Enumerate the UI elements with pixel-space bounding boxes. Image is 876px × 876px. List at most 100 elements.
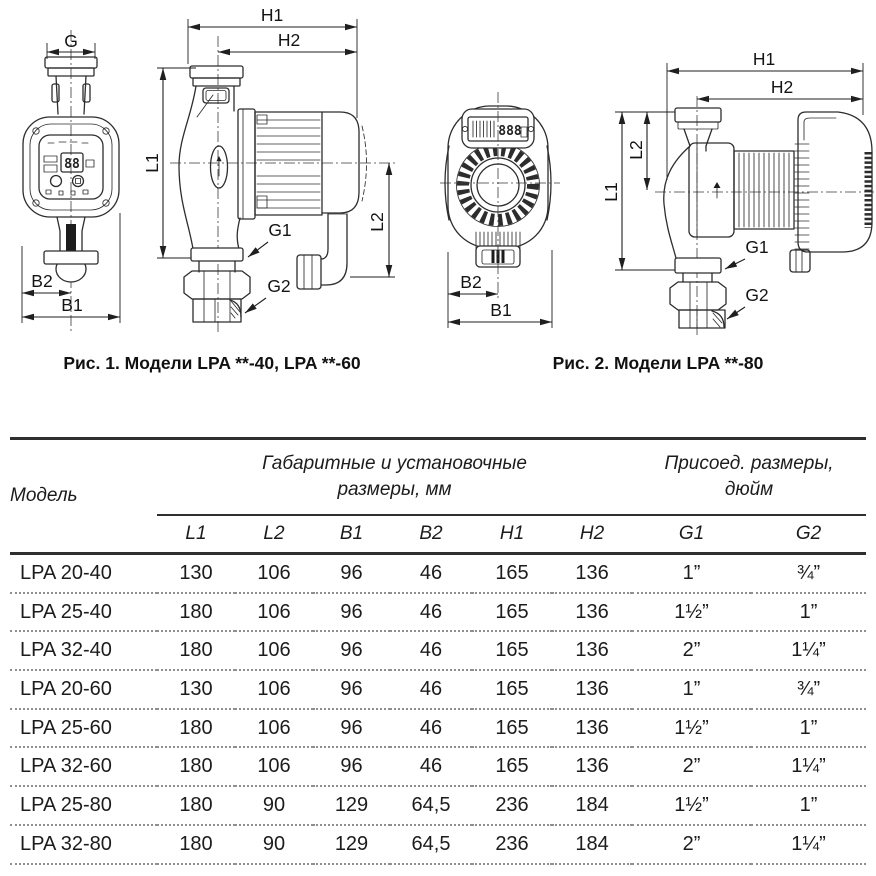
value-cell: 165 (472, 708, 552, 749)
display-888: 888 (498, 124, 522, 139)
dim-label-l2: L2 (367, 212, 387, 231)
figures-section: G 88 (0, 0, 876, 437)
figure-2-caption: Рис. 2. Модели LPA **-80 (552, 353, 764, 373)
group-header-dimensions-mm: Габаритные и установочные размеры, мм (157, 438, 633, 516)
value-cell: 2” (632, 631, 752, 672)
dim-label-l1: L1 (601, 182, 621, 201)
group-header-connection-inch-text: Присоед. размеры, дюйм (664, 452, 834, 500)
table-row: LPA 20-60 130 106 96 46 165 136 1” ¾” (10, 670, 867, 710)
value-cell: 180 (157, 631, 235, 672)
value-cell: 1¼” (751, 747, 867, 788)
table-row: LPA 25-80 180 90 129 64,5 236 184 1½” 1” (10, 786, 867, 826)
col-header-h2: H2 (552, 515, 633, 555)
value-cell: 106 (235, 592, 313, 633)
value-cell: 1” (751, 786, 867, 826)
value-cell: 1¼” (751, 631, 867, 672)
value-cell: 165 (472, 631, 552, 672)
value-cell: 1½” (632, 708, 752, 749)
dim-label-b2: B2 (31, 271, 52, 291)
dimensions-table-wrap: Модель Габаритные и установочные размеры… (10, 437, 867, 865)
value-cell: 46 (390, 592, 472, 633)
dim-label-g1: G1 (745, 237, 768, 257)
value-cell: 1½” (632, 786, 752, 826)
value-cell: 96 (313, 553, 390, 594)
value-cell: 96 (313, 747, 390, 788)
value-cell: ¾” (751, 553, 867, 594)
value-cell: 46 (390, 747, 472, 788)
dim-label-l1: L1 (142, 153, 162, 172)
value-cell: 136 (552, 708, 633, 749)
value-cell: 180 (157, 747, 235, 788)
dim-label-b1: B1 (61, 295, 82, 315)
value-cell: 90 (235, 786, 313, 826)
value-cell: 136 (552, 747, 633, 788)
group-header-dimensions-mm-text: Габаритные и установочные размеры, мм (262, 452, 527, 500)
value-cell: 96 (313, 592, 390, 633)
value-cell: 46 (390, 553, 472, 594)
value-cell: 136 (552, 670, 633, 710)
value-cell: 106 (235, 708, 313, 749)
value-cell: 180 (157, 786, 235, 826)
display-88: 88 (64, 157, 80, 172)
value-cell: 129 (313, 824, 390, 865)
value-cell: 46 (390, 631, 472, 672)
figure-2-drawing: 888 B2 B1 (440, 49, 874, 337)
col-header-l1: L1 (157, 515, 235, 555)
col-header-b1: B1 (313, 515, 390, 555)
value-cell: 2” (632, 747, 752, 788)
value-cell: 165 (472, 553, 552, 594)
value-cell: 180 (157, 708, 235, 749)
table-row: LPA 32-40 180 106 96 46 165 136 2” 1¼” (10, 631, 867, 672)
dim-label-h2: H2 (771, 77, 793, 97)
value-cell: 64,5 (390, 786, 472, 826)
figure-1-caption: Рис. 1. Модели LPA **-40, LPA **-60 (63, 353, 361, 373)
dimensions-table: Модель Габаритные и установочные размеры… (10, 437, 867, 865)
value-cell: 96 (313, 670, 390, 710)
dim-label-h1: H1 (753, 49, 775, 69)
col-header-l2: L2 (235, 515, 313, 555)
table-row: LPA 20-40 130 106 96 46 165 136 1” ¾” (10, 553, 867, 594)
value-cell: 96 (313, 708, 390, 749)
value-cell: 136 (552, 553, 633, 594)
value-cell: 1¼” (751, 824, 867, 865)
value-cell: 184 (552, 824, 633, 865)
value-cell: 180 (157, 592, 235, 633)
figure-1-drawing: G 88 (21, 5, 395, 334)
pump-side-view: H1 H2 L1 (142, 5, 395, 334)
value-cell: 46 (390, 708, 472, 749)
value-cell: 165 (472, 747, 552, 788)
pump-side-view: H1 H2 L1 L2 (601, 49, 874, 337)
dim-label-g1: G1 (268, 220, 291, 240)
model-cell: LPA 25-80 (10, 786, 157, 826)
value-cell: 90 (235, 824, 313, 865)
value-cell: 165 (472, 670, 552, 710)
model-cell: LPA 32-60 (10, 747, 157, 788)
value-cell: 106 (235, 631, 313, 672)
dim-label-g2: G2 (745, 285, 768, 305)
value-cell: 1” (632, 670, 752, 710)
value-cell: 96 (313, 631, 390, 672)
value-cell: 130 (157, 553, 235, 594)
model-cell: LPA 32-40 (10, 631, 157, 672)
col-header-g1: G1 (632, 515, 752, 555)
group-header-connection-inch: Присоед. размеры, дюйм (632, 438, 867, 516)
value-cell: 236 (472, 824, 552, 865)
model-cell: LPA 25-40 (10, 592, 157, 633)
col-header-model: Модель (10, 438, 157, 555)
value-cell: 106 (235, 553, 313, 594)
value-cell: ¾” (751, 670, 867, 710)
value-cell: 136 (552, 631, 633, 672)
value-cell: 129 (313, 786, 390, 826)
table-row: LPA 25-60 180 106 96 46 165 136 1½” 1” (10, 708, 867, 749)
value-cell: 1½” (632, 592, 752, 633)
col-header-b2: B2 (390, 515, 472, 555)
dim-label-b2: B2 (460, 272, 481, 292)
value-cell: 1” (751, 708, 867, 749)
dim-label-g: G (64, 31, 78, 51)
value-cell: 136 (552, 592, 633, 633)
dim-label-h1: H1 (261, 5, 283, 25)
value-cell: 106 (235, 670, 313, 710)
model-cell: LPA 32-80 (10, 824, 157, 865)
value-cell: 165 (472, 592, 552, 633)
dim-label-g2: G2 (267, 276, 290, 296)
